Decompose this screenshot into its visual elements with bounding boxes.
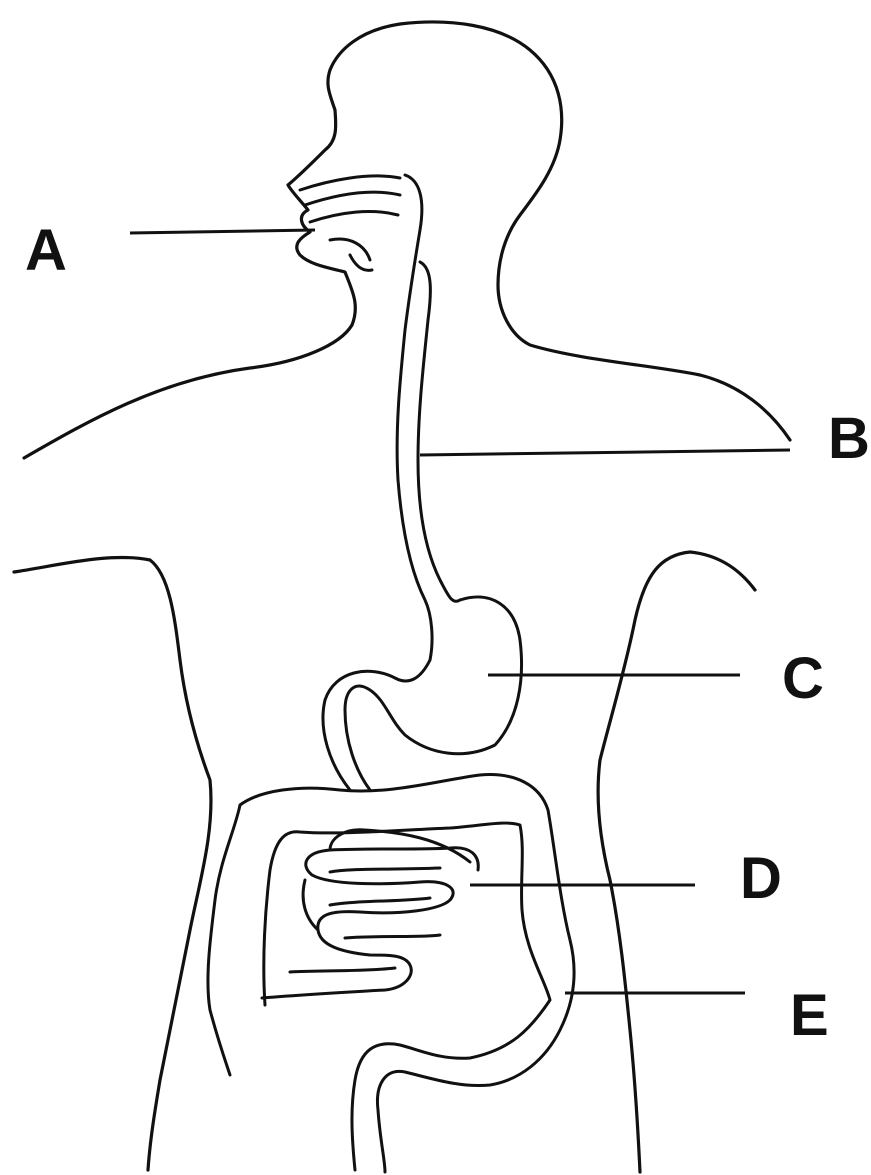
esophagus: [397, 175, 432, 660]
stomach: [323, 597, 522, 790]
mouth-lines: [300, 176, 400, 270]
left-torso-outline: [14, 557, 211, 1170]
leader-line-b: [420, 450, 790, 455]
label-c: C: [782, 646, 824, 711]
head-outline: [24, 22, 790, 458]
label-b: B: [828, 406, 870, 471]
right-torso-outline: [598, 552, 755, 1172]
label-e: E: [790, 983, 829, 1048]
esophagus-inner: [418, 262, 460, 601]
label-a: A: [25, 218, 67, 283]
leader-line-a: [130, 230, 315, 233]
large-intestine: [208, 775, 574, 1172]
label-d: D: [740, 846, 782, 911]
